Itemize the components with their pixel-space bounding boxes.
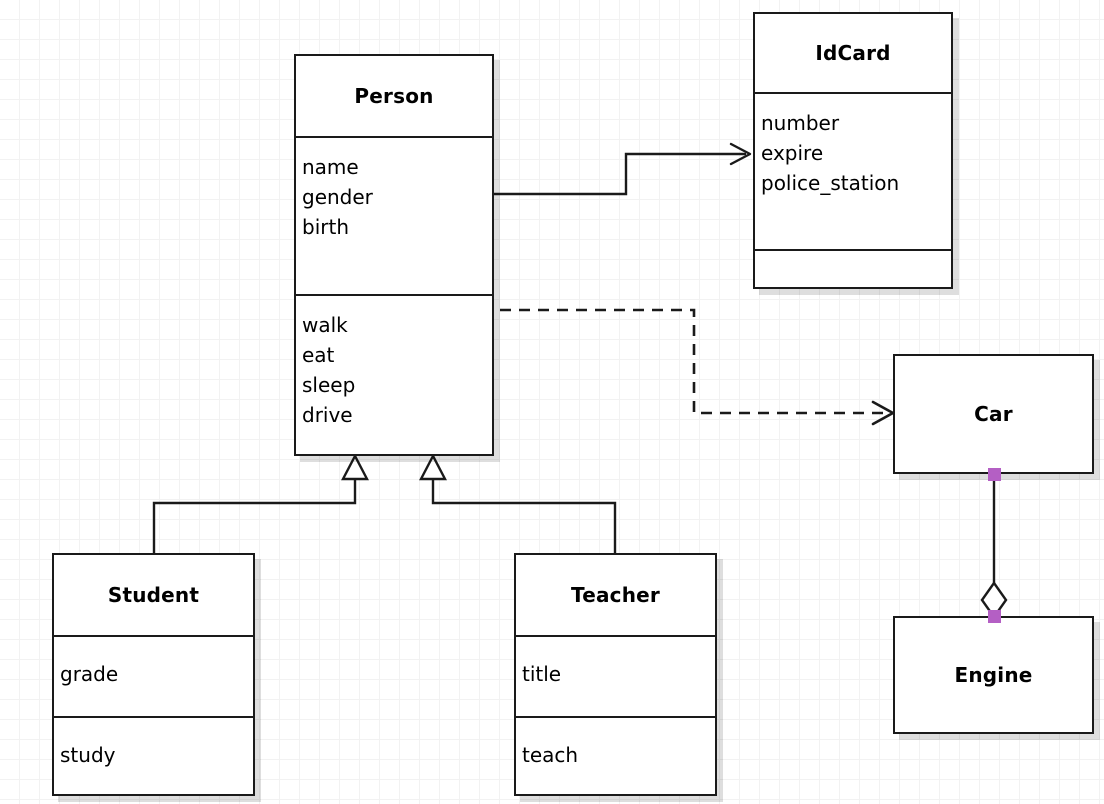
student-operations-compartment: study	[54, 716, 253, 794]
person-operation: drive	[302, 403, 353, 427]
teacher-operation: teach	[522, 743, 579, 767]
car-connection-handle[interactable]	[988, 468, 1001, 481]
edge-person-car[interactable]	[500, 308, 895, 426]
teacher-class-name: Teacher	[571, 583, 660, 607]
person-title-compartment: Person	[296, 56, 492, 136]
car-class-name: Car	[974, 402, 1013, 426]
student-attribute: grade	[60, 662, 119, 686]
edge-car-engine[interactable]	[980, 474, 1008, 620]
class-box-student[interactable]: Student grade study	[52, 553, 255, 796]
person-attribute: birth	[302, 215, 349, 239]
idcard-attributes-compartment: number expire police_station	[755, 92, 951, 249]
engine-connection-handle[interactable]	[988, 610, 1001, 623]
idcard-class-name: IdCard	[815, 41, 891, 65]
person-operations-compartment: walk eat sleep drive	[296, 294, 492, 454]
edge-person-idcard[interactable]	[494, 142, 752, 196]
teacher-title-compartment: Teacher	[516, 555, 715, 635]
teacher-attribute: title	[522, 662, 562, 686]
teacher-operations-compartment: teach	[516, 716, 715, 794]
idcard-operations-compartment	[755, 249, 951, 287]
class-box-person[interactable]: Person name gender birth walk eat sleep …	[294, 54, 494, 456]
class-box-idcard[interactable]: IdCard number expire police_station	[753, 12, 953, 289]
edge-student-person[interactable]	[152, 453, 369, 553]
student-attributes-compartment: grade	[54, 635, 253, 716]
class-box-teacher[interactable]: Teacher title teach	[514, 553, 717, 796]
person-attributes-compartment: name gender birth	[296, 136, 492, 294]
person-operation: walk	[302, 313, 348, 337]
student-operation: study	[60, 743, 116, 767]
idcard-attribute: police_station	[761, 171, 900, 195]
student-class-name: Student	[107, 583, 200, 607]
car-title-compartment: Car	[895, 356, 1092, 472]
engine-title-compartment: Engine	[895, 618, 1092, 732]
person-operation: eat	[302, 343, 335, 367]
person-operation: sleep	[302, 373, 356, 397]
edge-teacher-person[interactable]	[419, 453, 617, 553]
idcard-attribute: number	[761, 111, 840, 135]
class-box-car[interactable]: Car	[893, 354, 1094, 474]
person-attribute: gender	[302, 185, 373, 209]
class-box-engine[interactable]: Engine	[893, 616, 1094, 734]
idcard-title-compartment: IdCard	[755, 14, 951, 92]
person-attribute: name	[302, 155, 359, 179]
student-title-compartment: Student	[54, 555, 253, 635]
engine-class-name: Engine	[954, 663, 1033, 687]
teacher-attributes-compartment: title	[516, 635, 715, 716]
idcard-attribute: expire	[761, 141, 824, 165]
person-class-name: Person	[354, 84, 434, 108]
